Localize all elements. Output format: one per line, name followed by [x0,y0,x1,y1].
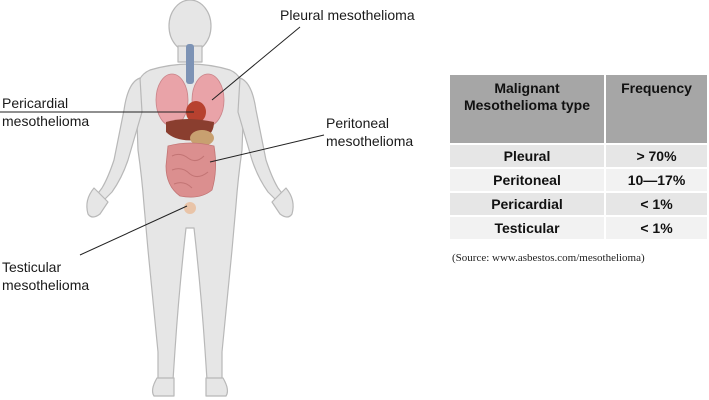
frequency-cell: < 1% [606,193,707,215]
source-citation: (Source: www.asbestos.com/mesothelioma) [452,252,645,264]
peritoneal-mesothelioma-label: Peritoneal mesothelioma [326,115,414,149]
type-cell: Testicular [450,217,604,239]
internal-organs [155,44,225,214]
body-silhouette [86,0,294,397]
mesothelioma-frequency-table: Malignant Mesothelioma type Frequency Pl… [448,73,709,241]
testicular-mesothelioma-label: Testicular mesothelioma [2,259,90,293]
frequency-column-header: Frequency [606,75,707,143]
table-row: Testicular < 1% [450,217,707,239]
pleural-leader-line [211,26,301,101]
frequency-cell: < 1% [606,217,707,239]
heart [186,101,206,123]
frequency-cell: > 70% [606,145,707,167]
type-cell: Pericardial [450,193,604,215]
frequency-cell: 10—17% [606,169,707,191]
leader-lines [0,26,325,256]
intestine-coils [171,153,209,189]
type-cell: Peritoneal [450,169,604,191]
testis [184,202,196,214]
type-column-header: Malignant Mesothelioma type [450,75,604,143]
testicular-leader-line [79,205,188,256]
stomach [190,130,214,146]
table-row: Pericardial < 1% [450,193,707,215]
table-row: Pleural > 70% [450,145,707,167]
peritoneal-leader-line [209,134,325,163]
type-cell: Pleural [450,145,604,167]
pleural-mesothelioma-label: Pleural mesothelioma [280,7,415,23]
table-header-row: Malignant Mesothelioma type Frequency [450,75,707,143]
pericardial-mesothelioma-label: Pericardial mesothelioma [2,95,90,129]
intestines [165,142,216,198]
table-row: Peritoneal 10—17% [450,169,707,191]
left-lung [155,73,189,127]
trachea [186,44,194,84]
